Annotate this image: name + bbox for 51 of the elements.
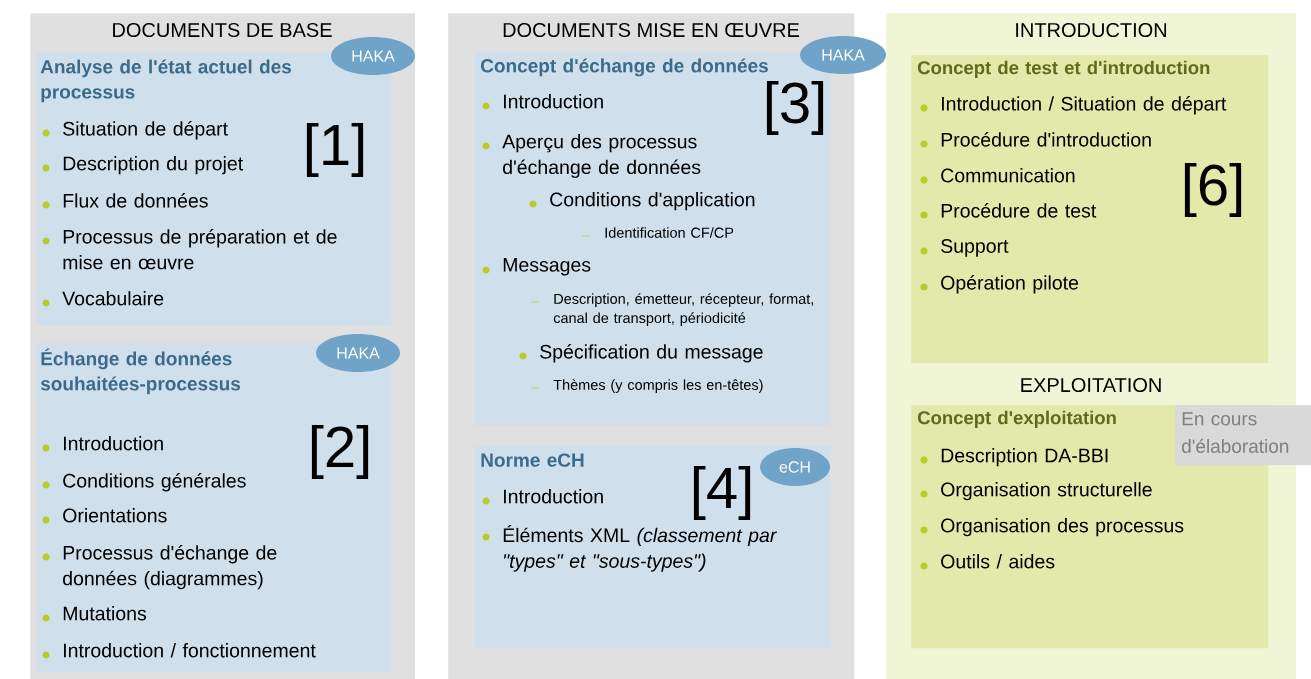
section-heading: DOCUMENTS MISE EN ŒUVRE [503,22,800,38]
section-heading: INTRODUCTION [1016,22,1167,38]
bullet-item: Aperçu des processus d'échange de données [482,134,701,178]
bullet-item: Introduction / fonctionnement [42,643,316,659]
reference-number: [6] [1184,162,1242,217]
badge: HAKA [800,36,886,74]
card-title: Concept de test et d'introduction [917,60,1210,78]
bullet-item: Processus d'échange de données (diagrammes) [42,545,277,590]
dash-item: Description, émetteur, récepteur, format, canal de transport, périodicité [530,293,813,326]
badge: HAKA [331,37,415,75]
badge: HAKA [316,334,400,372]
section-heading: EXPLOITATION [1021,377,1161,393]
bullet-item: Communication [920,168,1075,184]
reference-number: [1] [306,122,364,177]
bullet-item: Organisation des processus [920,518,1184,537]
bullet-item: Introduction / Situation de départ [920,96,1227,115]
reference-number: [3] [766,80,824,135]
bullet-item: Orientations [42,508,167,524]
bullet-item: Situation de départ [42,121,228,140]
bullet-item: Procédure de test [920,203,1097,219]
bullet-item: Processus de préparation et de mise en œuvre [42,229,337,270]
reference-number: [4] [693,465,751,520]
card-title: Échange de données souhaitées-processus [40,348,241,395]
bullet-item: Introduction [482,94,603,110]
bullet-item: Outils / aides [920,554,1055,570]
card-title: Concept d'échange de données [481,58,768,77]
bullet-item: Description DA-BBI [920,448,1108,467]
bullet-item: Vocabulaire [42,291,164,307]
bullet-item: Conditions d'application [529,192,755,211]
reference-number: [2] [311,424,369,479]
bullet-item: Procédure d'introduction [920,132,1151,148]
bullet-item: Spécification du message [519,344,763,363]
note-box: En cours d'élaboration [1175,405,1311,466]
bullet-item: Introduction [42,436,163,452]
bullet-item: Opération pilote [920,275,1079,294]
bullet-item: Conditions générales [42,473,246,492]
bullet-item: Flux de données [42,193,208,209]
bullet-item: Description du projet [42,156,243,175]
bullet-item: Support [920,239,1009,257]
bullet-item: Éléments XML (classement par "types" et "sous-types") [482,525,777,572]
badge: eCH [760,448,830,486]
card-title: Norme eCH [481,453,584,467]
section-heading: DOCUMENTS DE BASE [113,22,332,38]
card-title: Analyse de l'état actuel des processus [40,59,292,103]
bullet-item: Organisation structurelle [920,482,1152,501]
bullet-item: Mutations [42,606,147,622]
dash-item: Thèmes (y compris les en-têtes) [530,379,763,393]
dash-item: Identification CF/CP [581,227,734,238]
card-title: Concept d'exploitation [917,410,1116,428]
bullet-item: Messages [482,258,591,276]
bullet-item: Introduction [482,489,603,505]
